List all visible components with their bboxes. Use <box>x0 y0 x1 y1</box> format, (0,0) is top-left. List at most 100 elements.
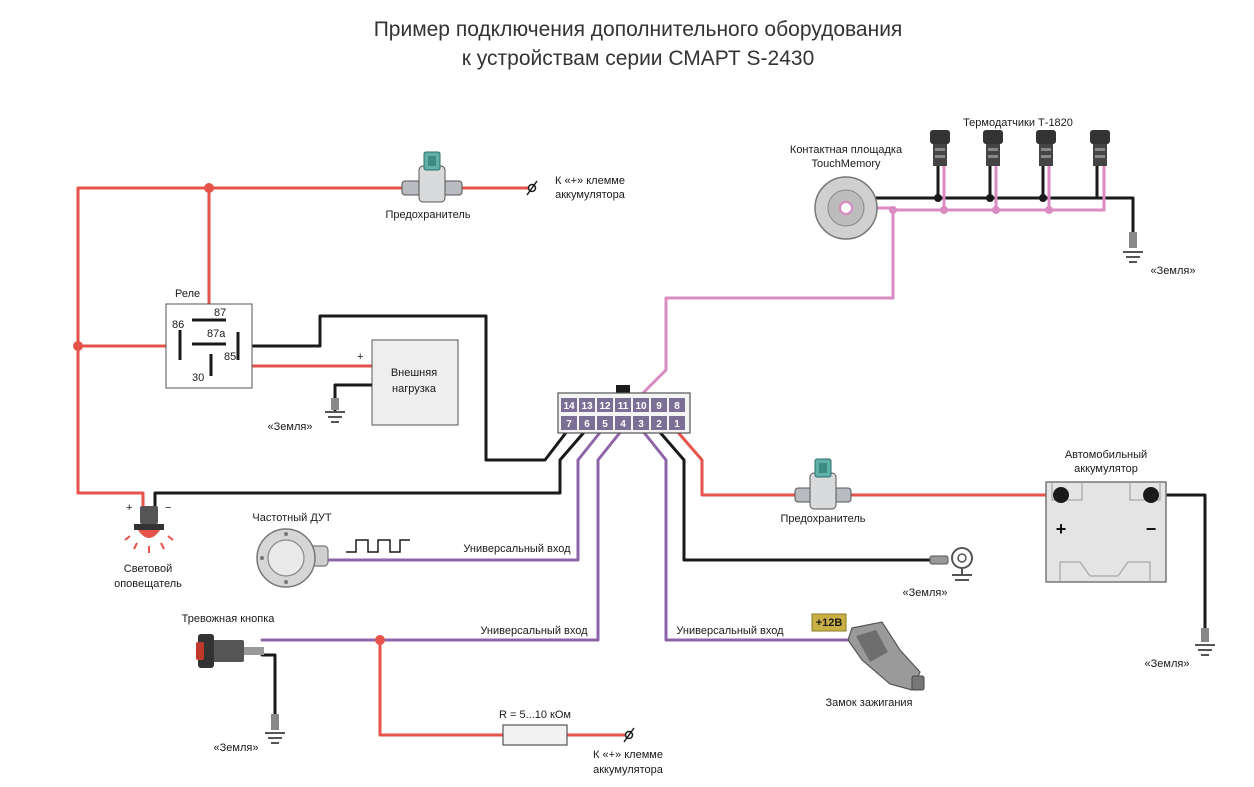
thermo-label: Термодатчики Т-1820 <box>963 117 1073 129</box>
terminal-icon <box>526 180 538 196</box>
ground-label-eyelet: «Земля» <box>903 587 948 599</box>
junction-dots <box>73 183 1053 645</box>
alarm-label: Тревожная кнопка <box>182 613 276 625</box>
signal-minus: − <box>165 502 171 514</box>
relay-pin-86: 86 <box>172 319 184 331</box>
resistor-label: R = 5...10 кОм <box>499 709 571 721</box>
junction-dot <box>375 635 385 645</box>
battery-line1: Автомобильный <box>1065 449 1147 461</box>
touchmemory-line2: TouchMemory <box>811 158 881 170</box>
relay-contacts <box>178 318 240 376</box>
ignition-label: Замок зажигания <box>825 697 912 709</box>
fuse-bottom-label: Предохранитель <box>780 513 865 525</box>
connector-pin-bottom-number: 7 <box>566 419 572 430</box>
relay-pin-87a: 87a <box>207 328 226 340</box>
junction-dot <box>934 194 942 202</box>
connector-pin-bottom-number: 5 <box>602 419 608 430</box>
connector-pin-top-cell <box>615 398 631 412</box>
signal-line2: оповещатель <box>114 578 182 590</box>
ground-icon <box>265 714 285 744</box>
red-wire-pin1-fuse <box>674 428 802 497</box>
battery-minus: − <box>1146 519 1157 539</box>
connector-pin-top-cell <box>561 398 577 412</box>
pink-wire-thermo-bus <box>638 208 1106 398</box>
universal-input-1: Универсальный вход <box>463 543 571 555</box>
connector-pin-top-cell <box>597 398 613 412</box>
connector-pin-top-number: 8 <box>674 401 680 412</box>
terminal-icon <box>623 727 635 743</box>
touchmemory-pad-icon <box>814 176 878 240</box>
fuse-top-terminal-line1: К «+» клемме <box>555 175 625 187</box>
pulse-signal-icon <box>346 539 410 553</box>
ground-label-battery: «Земля» <box>1145 658 1190 670</box>
signal-plus: + <box>126 502 132 514</box>
purple-wire-ignition <box>640 428 854 642</box>
battery-minus-terminal <box>1143 487 1159 503</box>
connector-pin-top-number: 12 <box>599 401 611 412</box>
connector-pin-top-number: 10 <box>635 401 647 412</box>
ground-icon <box>1195 628 1215 656</box>
fuse-top <box>401 151 463 203</box>
connector-pin-bottom-cell <box>579 416 595 430</box>
red-wire-main-plus <box>76 186 422 508</box>
battery-body <box>1045 481 1167 583</box>
relay-pin-87: 87 <box>214 307 226 319</box>
junction-dot <box>992 206 1000 214</box>
ground-label-thermo: «Земля» <box>1151 265 1196 277</box>
signal-light-icon <box>124 506 174 553</box>
fuel-sensor-label: Частотный ДУТ <box>252 512 332 524</box>
connector-pin-bottom-cell <box>651 416 667 430</box>
fuse-top-terminal-line2: аккумулятора <box>555 189 626 201</box>
thermo-sensor-icon <box>1036 130 1056 166</box>
resistor-terminal-line1: К «+» клемме <box>593 749 663 761</box>
junction-dot <box>940 206 948 214</box>
ground-icon <box>1123 232 1143 263</box>
battery-plus: + <box>1056 519 1067 539</box>
ignition-lock-icon <box>811 613 925 691</box>
title-line2: к устройствам серии СМАРТ S-2430 <box>462 47 815 70</box>
connector-pin-bottom-cell <box>597 416 613 430</box>
purple-wire-fuel-sensor <box>324 428 604 562</box>
connector-pin-bottom-number: 1 <box>674 419 680 430</box>
junction-dot <box>73 341 83 351</box>
red-wire-resistor <box>378 638 505 737</box>
fuel-sensor-icon <box>256 528 329 588</box>
connector-pin-bottom-number: 4 <box>620 419 626 430</box>
thermo-sensors <box>930 130 1110 166</box>
ground-label-alarm: «Земля» <box>214 742 259 754</box>
connector-pin-top-number: 9 <box>656 401 662 412</box>
universal-input-2: Универсальный вход <box>480 625 588 637</box>
external-load-line2: нагрузка <box>392 383 437 395</box>
connector-pin-bottom-number: 3 <box>638 419 644 430</box>
black-wire-thermo-ground <box>868 196 1135 234</box>
thermo-sensor-icon <box>930 130 950 166</box>
junction-dot <box>986 194 994 202</box>
alarm-button-icon <box>196 634 264 668</box>
battery-line2: аккумулятор <box>1074 463 1138 475</box>
eyelet-ground-icon <box>929 547 973 581</box>
black-wire-pin2-ground <box>656 428 932 562</box>
connector-pin-top-cell <box>669 398 685 412</box>
external-load-line1: Внешняя <box>391 367 437 379</box>
external-load-box <box>371 339 459 426</box>
thermo-sensor-icon <box>1090 130 1110 166</box>
junction-dot <box>1045 206 1053 214</box>
relay-pin-85: 85 <box>224 351 236 363</box>
connector-pin-top-number: 11 <box>618 401 629 412</box>
title-line1: Пример подключения дополнительного обору… <box>374 18 903 41</box>
purple-wire-alarm <box>260 428 624 642</box>
connector-pin-bottom-cell <box>561 416 577 430</box>
resistor-body <box>502 724 568 746</box>
connector-pin-bottom-cell <box>633 416 649 430</box>
connector-pin-top-cell <box>651 398 667 412</box>
connector-pin-top-number: 13 <box>581 401 593 412</box>
ground-icon <box>325 398 345 423</box>
junction-dot <box>889 206 897 214</box>
touchmemory-line1: Контактная площадка <box>790 144 903 156</box>
thermo-sensor-icon <box>983 130 1003 166</box>
connector-pin-bottom-number: 6 <box>584 419 590 430</box>
battery-plus-terminal <box>1053 487 1069 503</box>
ignition-voltage-label: +12В <box>816 617 843 629</box>
